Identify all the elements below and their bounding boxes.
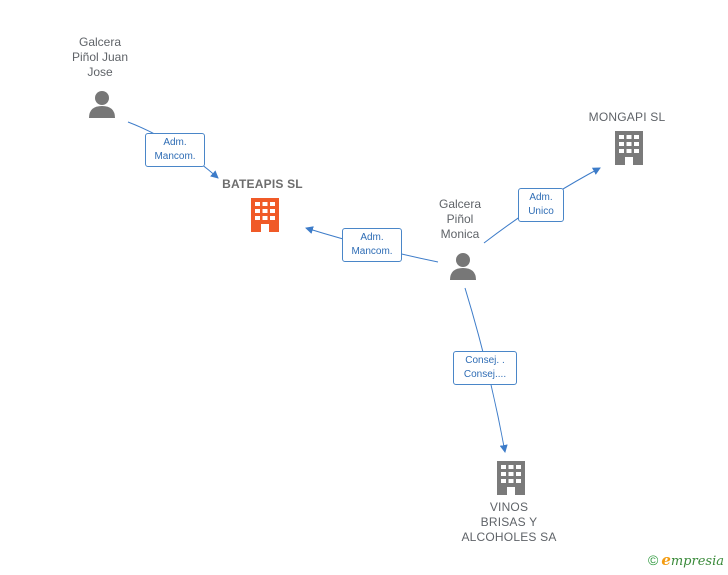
company-label-bateapis: BATEAPIS SL — [222, 177, 303, 191]
person-label-monica: Galcera Piñol Monica — [438, 197, 482, 241]
copyright-icon: © — [647, 552, 659, 568]
person-icon[interactable] — [448, 251, 478, 281]
person-label-juan-jose: Galcera Piñol Juan Jose — [71, 35, 129, 79]
person-icon[interactable] — [87, 89, 117, 119]
company-label-mongapi: MONGAPI SL — [588, 110, 666, 124]
building-icon[interactable] — [496, 460, 526, 496]
edge-label-adm-unico[interactable]: Adm. Unico — [518, 188, 564, 222]
brand-initial: e — [661, 551, 671, 569]
brand-name: mpresia — [670, 554, 724, 569]
edge-label-adm-mancom[interactable]: Adm. Mancom. — [145, 133, 205, 167]
edge-label-adm-mancom[interactable]: Adm. Mancom. — [342, 228, 402, 262]
edge-label-consej[interactable]: Consej. . Consej.... — [453, 351, 517, 385]
building-icon[interactable] — [614, 130, 644, 166]
empresia-brand: © empresia — [648, 551, 724, 569]
company-label-vinos: VINOS BRISAS Y ALCOHOLES SA — [461, 500, 557, 544]
building-icon[interactable] — [250, 197, 280, 233]
